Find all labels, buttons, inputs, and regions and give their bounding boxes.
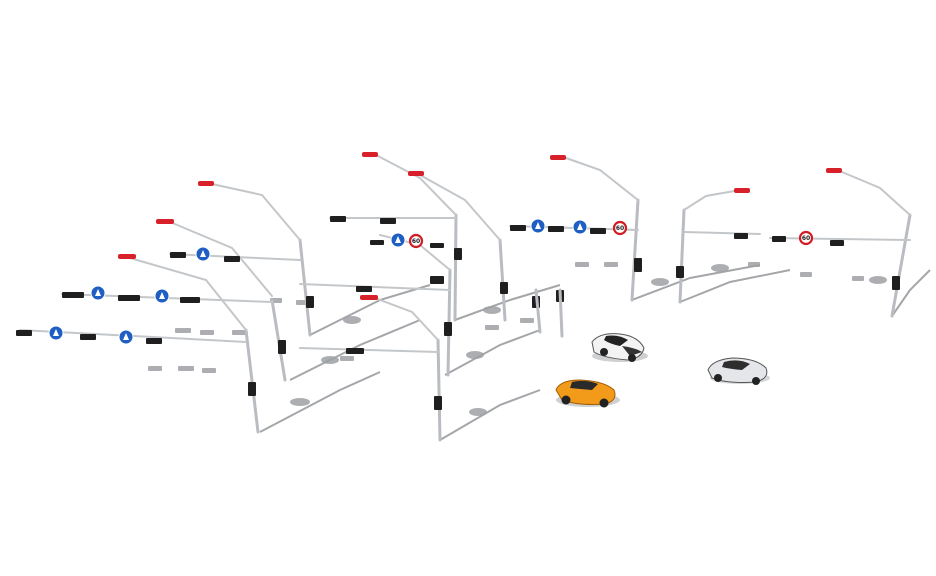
street-lamp-icon <box>734 188 750 193</box>
direction-arrow-sign-icon <box>48 325 134 345</box>
traffic-pole-6 <box>329 152 462 322</box>
street-lamp-icon <box>826 168 842 173</box>
traffic-pole-2 <box>61 219 287 382</box>
traffic-signal-icon <box>676 233 748 278</box>
speed-limit-sign-icon: 60 <box>408 233 424 249</box>
traffic-pole-8: 60 <box>509 155 642 302</box>
traffic-signal-icon <box>330 216 462 260</box>
direction-arrow-sign-icon <box>530 218 588 235</box>
ground-shadows <box>148 262 931 441</box>
speed-limit-sign-icon: 60 <box>612 220 628 236</box>
street-lamp-icon <box>118 254 136 259</box>
direction-arrow-sign-icon <box>90 285 170 304</box>
traffic-pole-5: 60 <box>299 232 452 377</box>
traffic-signal-icon <box>346 348 442 410</box>
traffic-pole-3 <box>169 181 314 337</box>
speed-limit-text: 60 <box>412 238 420 245</box>
street-lamp-icon <box>408 171 424 176</box>
traffic-signal-icon <box>772 236 900 290</box>
traffic-signal-icon <box>510 225 642 272</box>
direction-arrow-sign-icon <box>390 232 406 248</box>
traffic-signal-icon <box>356 276 452 336</box>
car-orange <box>555 379 620 408</box>
traffic-pole-7 <box>408 171 564 338</box>
traffic-signal-icon <box>16 330 256 396</box>
traffic-signal-icon <box>170 252 314 308</box>
traffic-pole-1 <box>16 254 260 434</box>
speed-limit-text: 60 <box>616 225 624 232</box>
direction-arrow-sign-icon <box>195 246 211 262</box>
street-lamp-icon <box>156 219 174 224</box>
traffic-pole-10: 60 <box>769 168 912 318</box>
street-lamp-icon <box>362 152 378 157</box>
street-lamp-icon <box>550 155 566 160</box>
car-black-white <box>591 333 648 362</box>
speed-limit-text: 60 <box>802 235 810 242</box>
traffic-pole-4 <box>299 295 442 442</box>
car-silver <box>707 357 770 385</box>
speed-limit-sign-icon: 60 <box>798 230 814 246</box>
street-lamp-icon <box>360 295 378 300</box>
traffic-pole-9 <box>676 188 761 304</box>
traffic-signal-icon <box>62 292 286 354</box>
street-lamp-icon <box>198 181 214 186</box>
